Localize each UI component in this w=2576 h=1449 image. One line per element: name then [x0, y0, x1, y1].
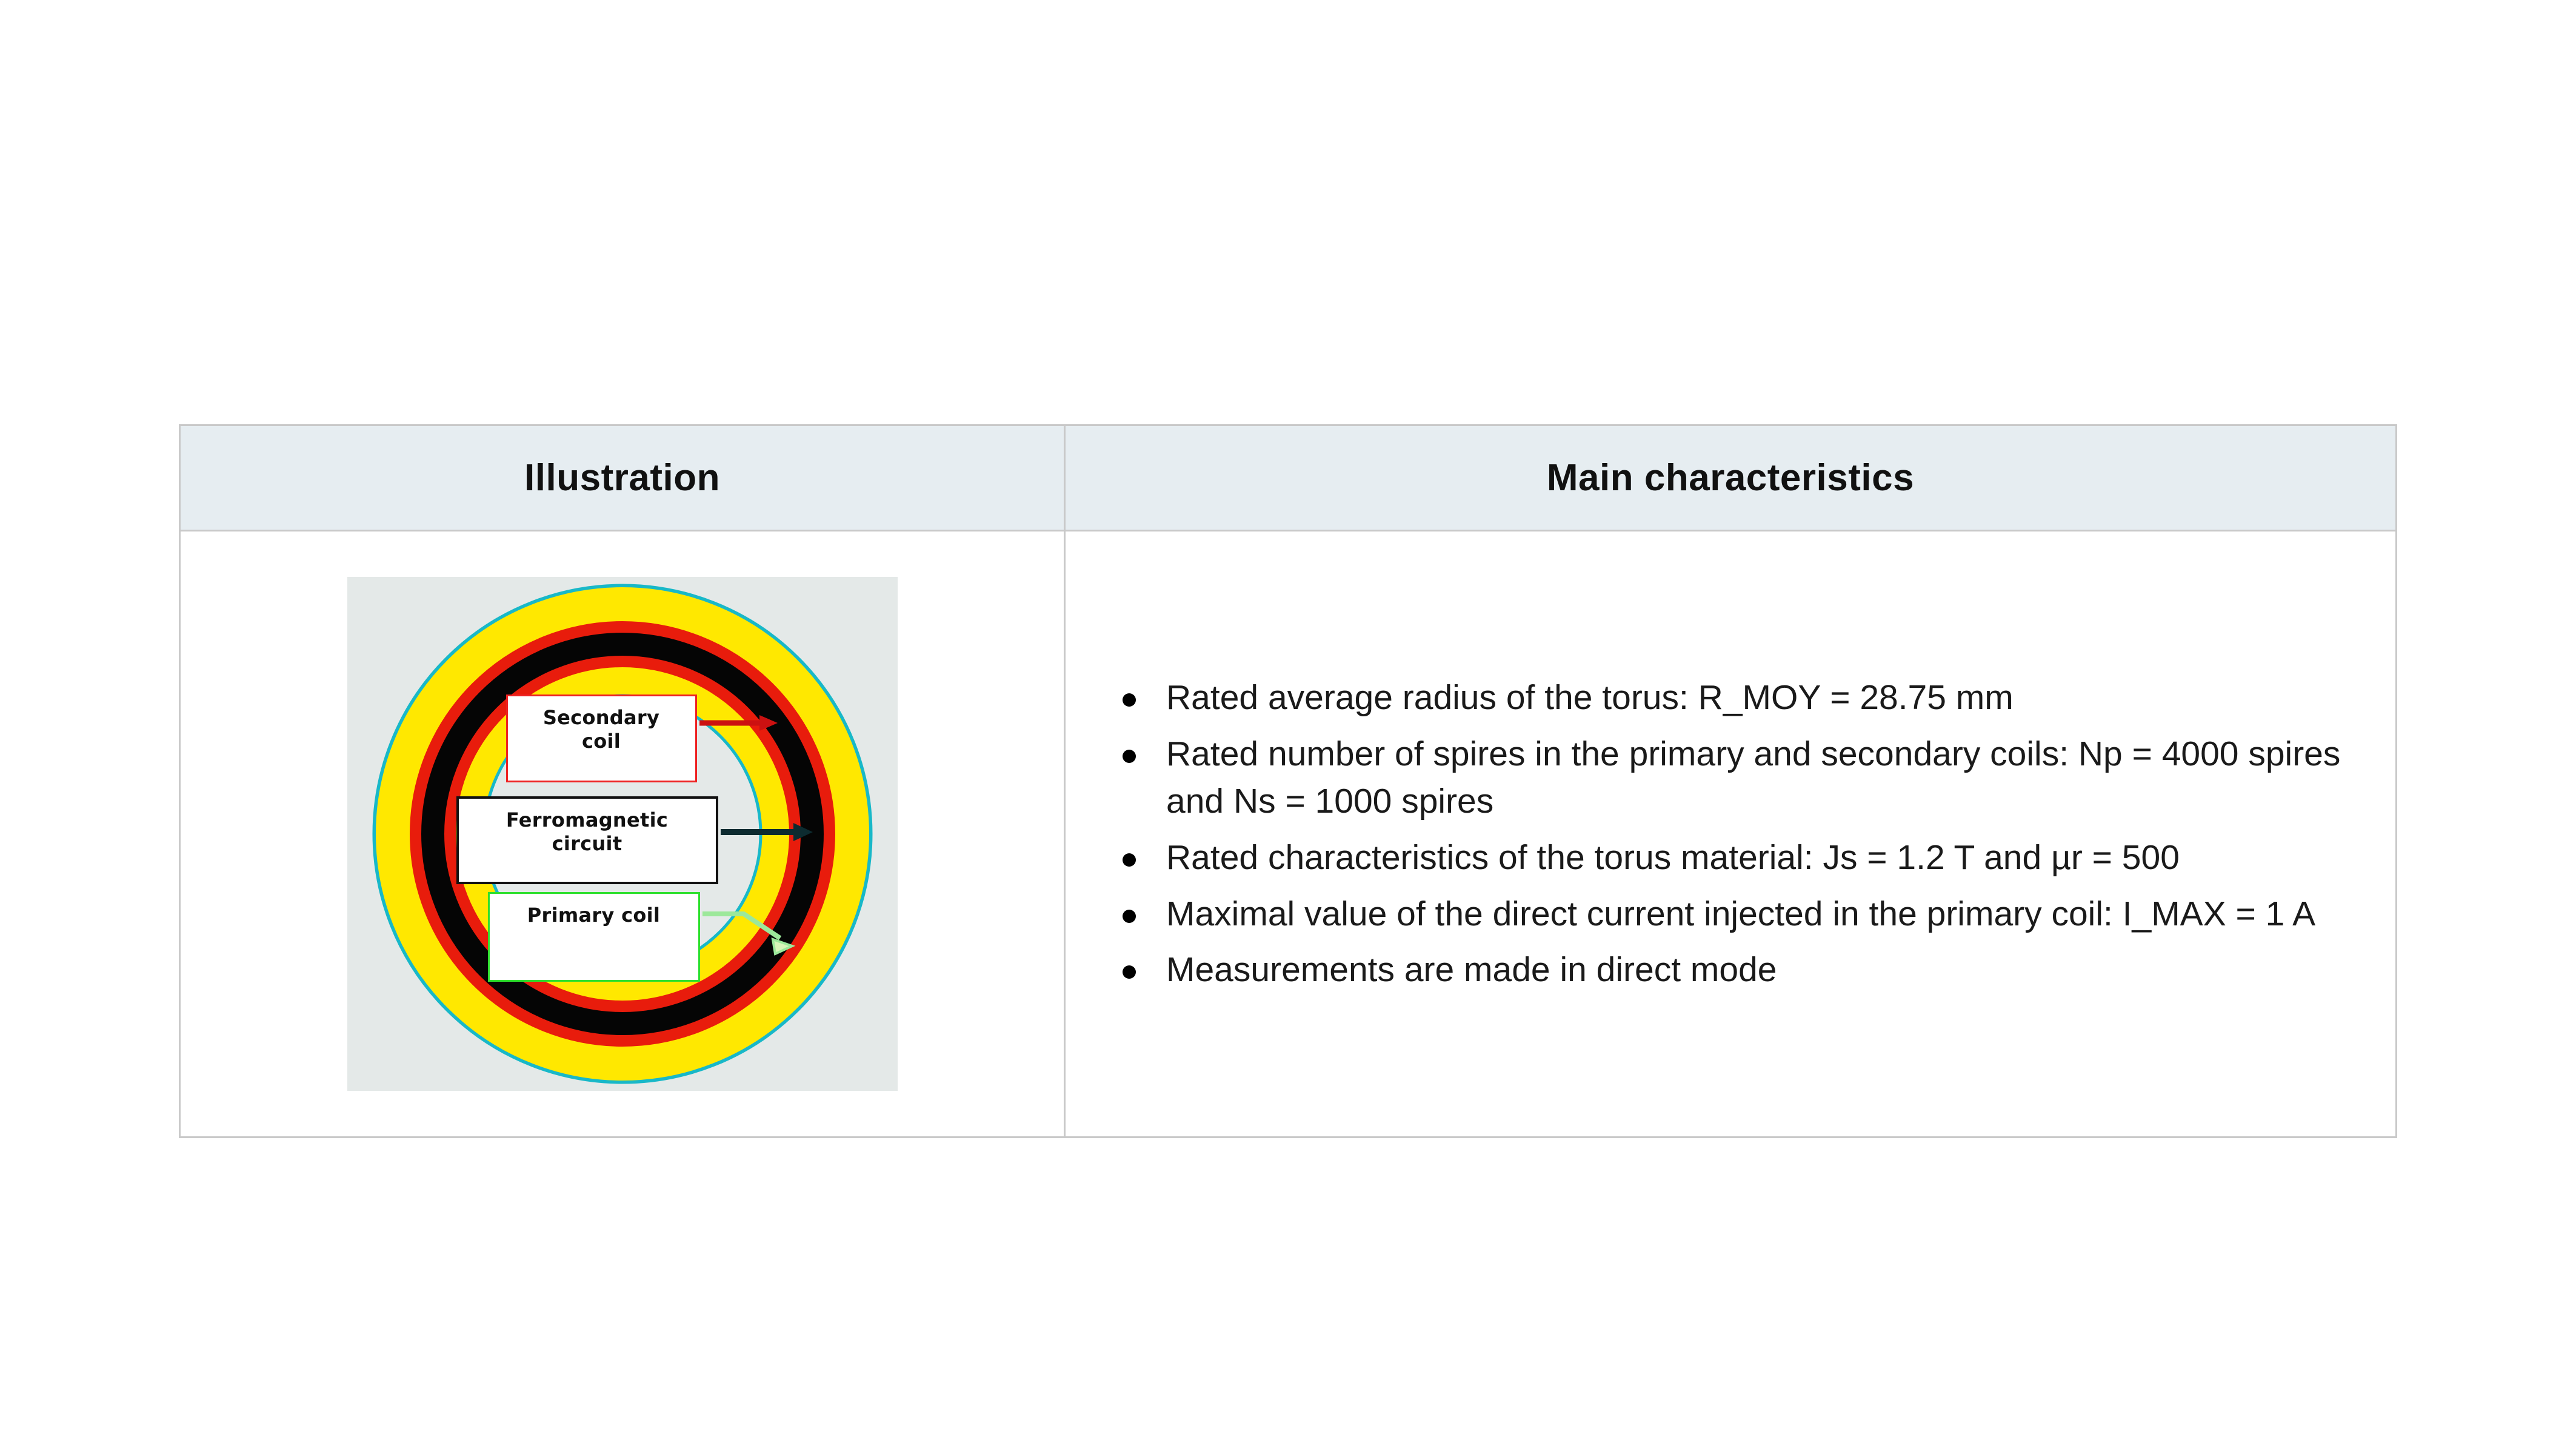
- table-header-row: Illustration Main characteristics: [181, 426, 2395, 531]
- table-header-cell-main-characteristics: Main characteristics: [1066, 426, 2395, 530]
- torus-diagram-svg: [372, 584, 872, 1084]
- table-cell-main-characteristics: Rated average radius of the torus: R_MOY…: [1066, 531, 2395, 1136]
- column-header-illustration: Illustration: [524, 457, 720, 499]
- primary-coil-arrow: [702, 911, 795, 956]
- characteristic-item: Rated characteristics of the torus mater…: [1108, 834, 2371, 882]
- column-header-main-characteristics: Main characteristics: [1546, 457, 1915, 499]
- table-header-cell-illustration: Illustration: [181, 426, 1066, 530]
- characteristic-item: Maximal value of the direct current inje…: [1108, 890, 2371, 938]
- ferromagnetic-circuit-arrow: [720, 823, 813, 841]
- torus-outer-yellow-ring: [375, 587, 869, 1081]
- secondary-coil-arrow: [699, 715, 778, 731]
- characteristic-item: Measurements are made in direct mode: [1108, 946, 2371, 994]
- torus-rings: [372, 584, 872, 1084]
- characteristic-item: Rated average radius of the torus: R_MOY…: [1108, 674, 2371, 722]
- torus-black-core-ring: [421, 633, 824, 1035]
- characteristics-list: Rated average radius of the torus: R_MOY…: [1066, 674, 2395, 994]
- torus-outer-red-ring: [409, 621, 835, 1047]
- specification-table: Illustration Main characteristics: [179, 424, 2397, 1138]
- label-box-primary-coil: Primary coil: [487, 892, 700, 982]
- label-text-primary-coil: Primary coil: [527, 904, 661, 927]
- characteristic-item: Rated number of spires in the primary an…: [1108, 730, 2371, 825]
- torus-outer-outline-ring: [372, 584, 872, 1084]
